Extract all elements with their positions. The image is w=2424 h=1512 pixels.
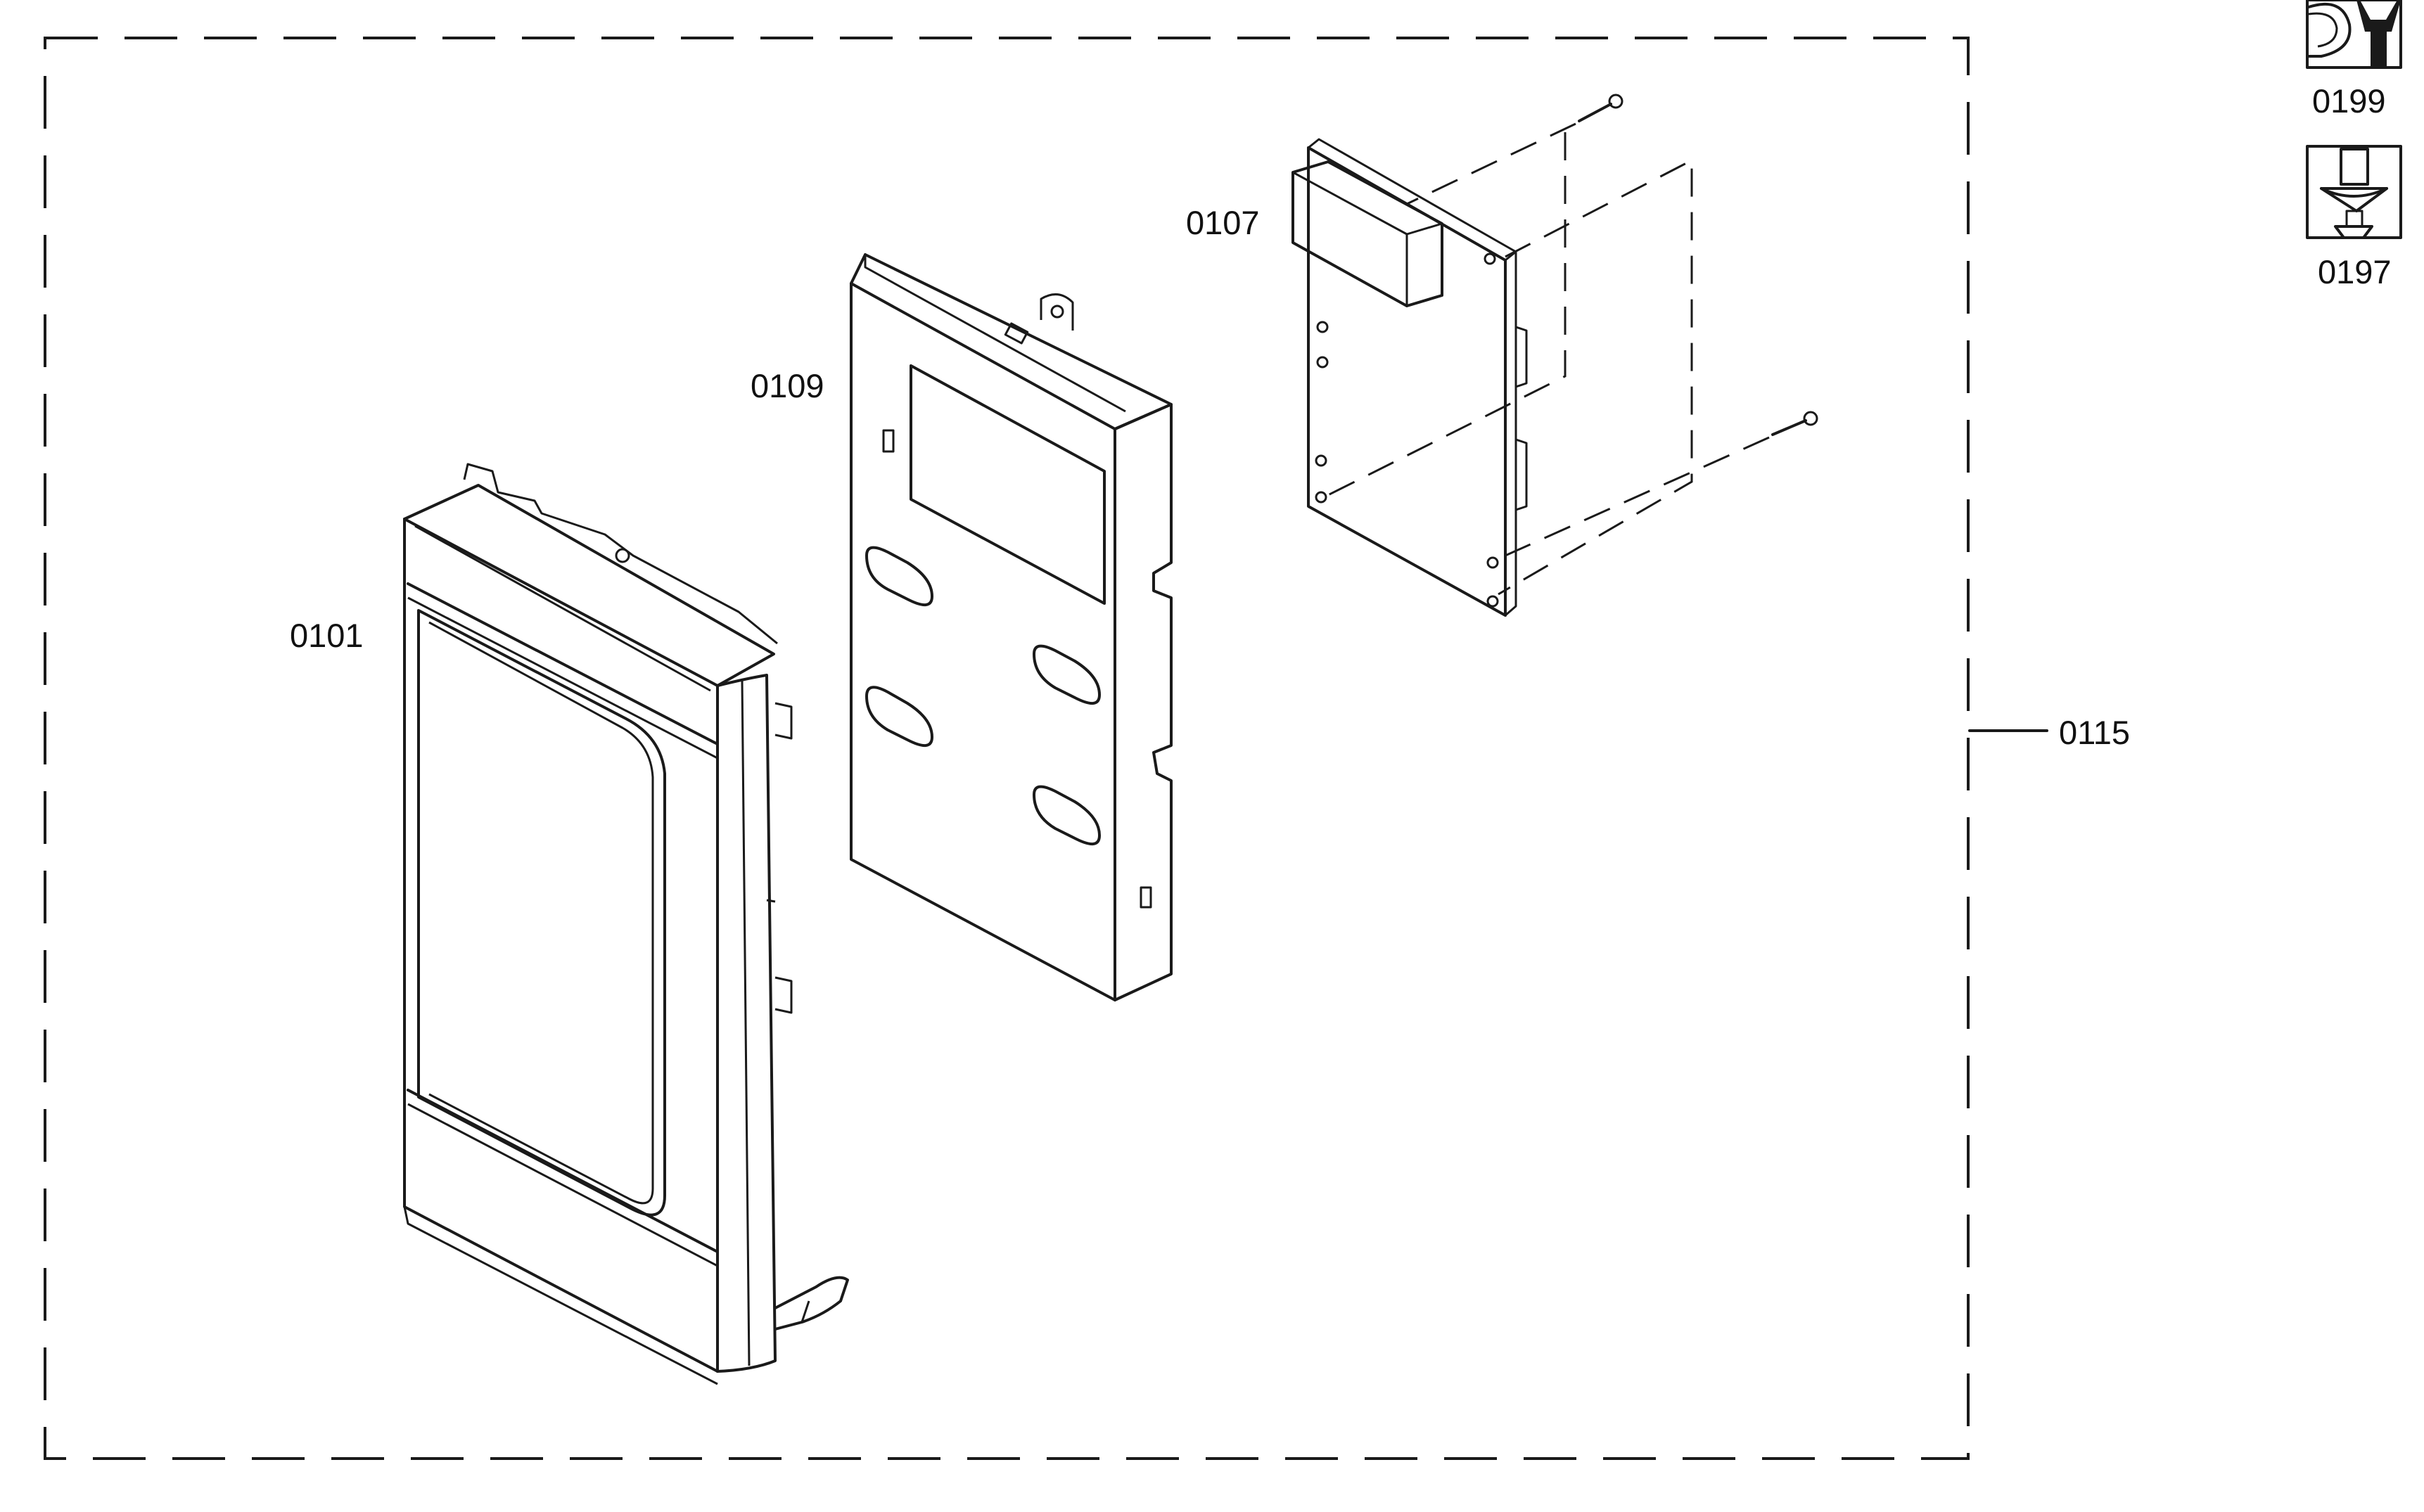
door-assembly xyxy=(403,463,849,1385)
label-0199: 0199 xyxy=(2312,82,2386,120)
label-0197: 0197 xyxy=(2318,253,2392,290)
label-0107: 0107 xyxy=(1186,204,1260,241)
control-board xyxy=(1291,94,1818,617)
label-0101: 0101 xyxy=(290,617,364,654)
wrench-icon xyxy=(2306,0,2402,69)
inner-frame xyxy=(850,253,1173,1001)
assembly-boundary xyxy=(44,37,1970,1460)
label-0109: 0109 xyxy=(751,367,824,404)
screwdriver-icon xyxy=(2306,145,2402,239)
label-0115: 0115 xyxy=(2059,714,2130,751)
